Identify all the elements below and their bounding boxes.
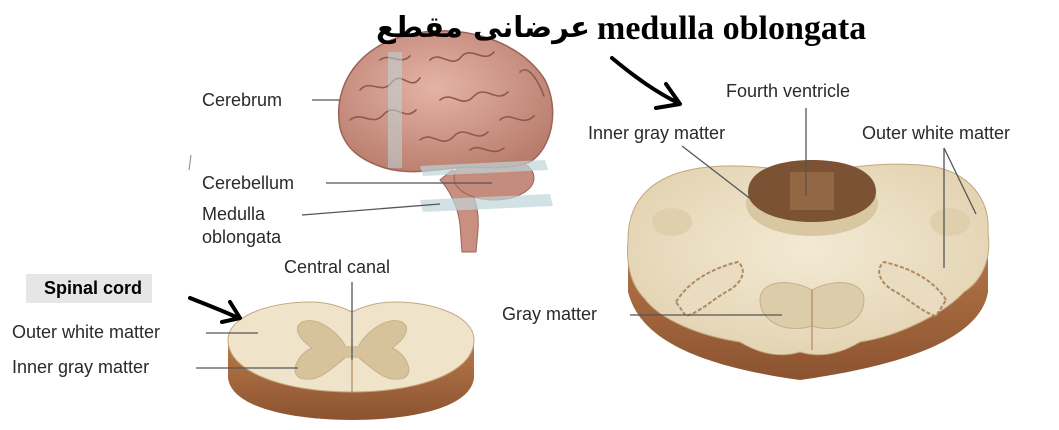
section-plane-vertical bbox=[388, 52, 402, 168]
cerebrum-label: Cerebrum bbox=[202, 91, 282, 111]
medulla-title: medulla oblongata bbox=[597, 10, 866, 48]
small-tick bbox=[189, 155, 191, 170]
cerebrum-shape bbox=[339, 31, 553, 172]
lateral-tract-right bbox=[930, 208, 970, 236]
medulla-arrow bbox=[612, 58, 680, 108]
medulla-leader bbox=[302, 204, 440, 215]
medulla-inner-gray-label: Inner gray matter bbox=[588, 124, 725, 144]
persian-caption: عرضانی مقطع bbox=[376, 10, 590, 44]
medulla-label-line1: Medulla bbox=[202, 205, 265, 225]
fourth-ventricle-label: Fourth ventricle bbox=[726, 82, 850, 102]
central-canal-label: Central canal bbox=[284, 258, 390, 278]
medulla-illustration bbox=[628, 160, 989, 380]
spinal-cord-heading: Spinal cord bbox=[26, 274, 152, 303]
ventricle-floor-light bbox=[790, 172, 834, 210]
medulla-outer-white-label: Outer white matter bbox=[862, 124, 1010, 144]
lateral-tract-left bbox=[652, 208, 692, 236]
medulla-label-line2: oblongata bbox=[202, 228, 281, 248]
spinal-outer-white-label: Outer white matter bbox=[12, 323, 160, 343]
spinal-arrow bbox=[190, 298, 240, 322]
cerebellum-label: Cerebellum bbox=[202, 174, 294, 194]
spinal-inner-gray-label: Inner gray matter bbox=[12, 358, 149, 378]
gray-matter-label: Gray matter bbox=[502, 305, 597, 325]
spinal-cord-illustration bbox=[228, 302, 474, 420]
